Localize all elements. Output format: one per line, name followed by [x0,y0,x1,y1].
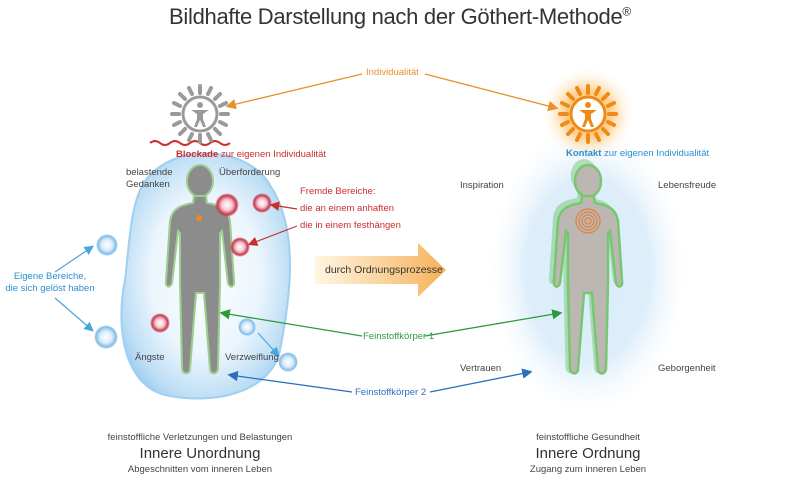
gedanken-label: Gedanken [126,179,170,190]
red-spot [215,193,239,217]
left-caption-big: Innere Unordnung [139,445,261,462]
blue-spot [238,318,256,336]
fk2-arrow-left [227,370,353,393]
red-spot [252,193,272,213]
fremde-heading: Fremde Bereiche: [300,186,376,197]
individualitaet-label: Individualität [366,67,419,78]
fk1-arrow-right [424,309,563,337]
fk2-arrow-right [429,368,533,393]
eigene-arrow-up [54,245,94,273]
inspiration-label: Inspiration [460,180,504,191]
left-heart-spot [196,215,202,221]
right-caption-small: feinstoffliche Gesundheit [536,432,640,443]
vertrauen-label: Vertrauen [460,363,502,374]
right-caption-big: Innere Ordnung [535,445,641,462]
blue-spot [94,325,118,349]
ordnungsprozesse-arrow [315,243,446,297]
blockade-label: Blockade zur eigenen Individualität [176,149,326,160]
fk1-label: Feinstoffkörper 1 [363,331,435,342]
left-figure [164,164,236,375]
belastende-label: belastende [126,167,173,178]
page-title: Bildhafte Darstellung nach der Göthert-M… [169,4,631,29]
blue-spot [278,352,298,372]
kontakt-label: Kontakt zur eigenen Individualität [566,148,710,159]
blockade-wave-icon [149,140,231,146]
eigene-line1: Eigene Bereiche, [13,271,87,282]
individualitaet-arrow-right [424,73,559,112]
lebensfreude-label: Lebensfreude [658,180,717,191]
eigene-line2: die sich gelöst haben [5,283,95,294]
left-caption-small: feinstoffliche Verletzungen und Belastun… [107,432,293,443]
eigene-arrow-down [54,297,94,332]
individualitaet-arrow-left [225,73,363,110]
red-spot [230,237,250,257]
fk1-arrow-left [219,309,363,337]
verzweiflung-arrow [257,332,280,357]
blue-spot [96,234,118,256]
geborgenheit-label: Geborgenheit [658,363,716,374]
right-caption-sub: Zugang zum inneren Leben [529,464,647,475]
fremde-line1: die an einem anhaften [300,203,395,214]
red-spot [150,313,170,333]
verzweiflung-label: Verzweiflung [225,352,279,363]
aengste-label: Ängste [135,352,165,363]
fremde-line2: die in einem festhängen [300,220,401,231]
gray-sun-icon [170,84,230,144]
ueberforderung-label: Überforderung [219,167,281,178]
spiral-icon [575,208,601,234]
orange-sun-icon [540,66,636,162]
ordnungsprozesse-label: durch Ordnungsprozesse [325,264,443,276]
fremde-arrow-2 [247,225,298,246]
fremde-arrow-1 [269,201,298,211]
fk2-label: Feinstoffkörper 2 [355,387,427,398]
right-figure [548,159,624,375]
left-caption-sub: Abgeschnitten vom inneren Leben [127,464,273,475]
